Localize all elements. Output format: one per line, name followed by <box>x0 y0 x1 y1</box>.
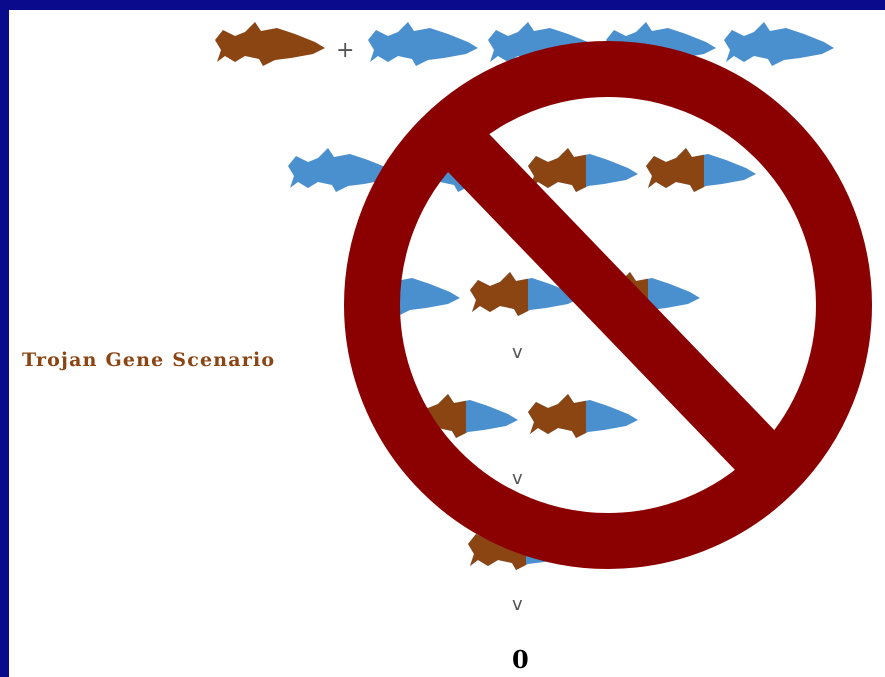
arrow-down-3: v <box>512 594 523 615</box>
scenario-title: Trojan Gene Scenario <box>22 349 275 371</box>
arrow-down-2: v <box>512 468 523 489</box>
no-symbol-icon <box>372 69 844 541</box>
result-value: 0 <box>512 645 529 674</box>
half-fish-icon <box>646 148 756 192</box>
fish-icon <box>724 22 834 66</box>
arrow-down-1: v <box>512 342 523 363</box>
half-fish-icon <box>528 148 638 192</box>
half-fish-icon <box>528 394 638 438</box>
fish-icon <box>215 22 325 66</box>
fish-icon <box>368 22 478 66</box>
plus-operator: + <box>336 38 354 63</box>
